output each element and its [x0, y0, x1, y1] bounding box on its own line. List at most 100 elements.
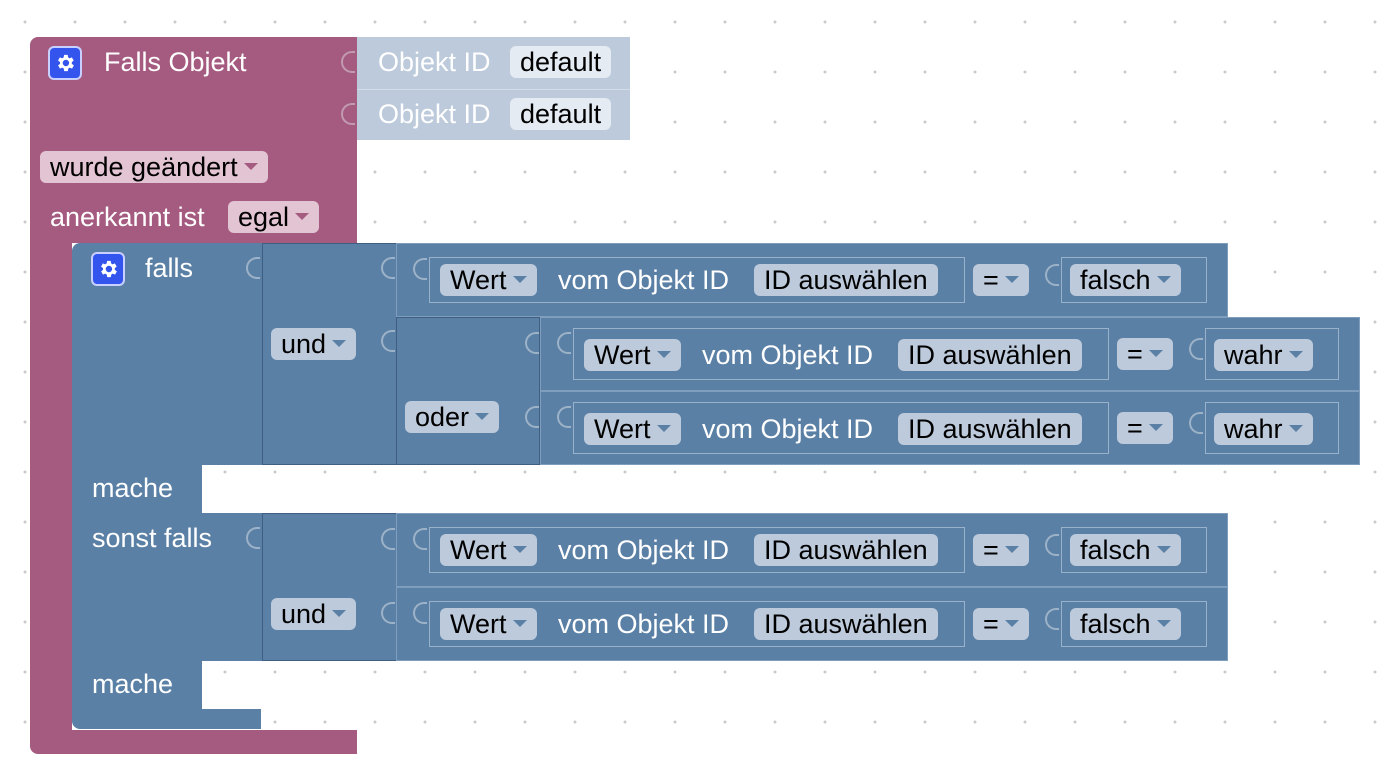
compare-block[interactable]: Wert vom Objekt ID ID auswählen = wahr	[540, 391, 1360, 465]
boolean-dropdown[interactable]: falsch	[1070, 608, 1181, 640]
triangle-down-icon	[512, 620, 527, 628]
boolean-block[interactable]: falsch	[1061, 527, 1207, 573]
dropdown-value: Wert	[594, 414, 651, 444]
input-notch	[246, 257, 260, 279]
compare-block[interactable]: Wert vom Objekt ID ID auswählen = falsch	[396, 587, 1228, 661]
dropdown-value: wahr	[1224, 414, 1283, 444]
mache-label: mache	[92, 473, 174, 503]
input-notch	[246, 527, 260, 549]
input-notch	[341, 51, 355, 73]
input-notch	[413, 602, 427, 624]
logic-or-block[interactable]: oder	[396, 317, 540, 465]
input-notch	[381, 330, 395, 352]
boolean-dropdown[interactable]: falsch	[1070, 534, 1181, 566]
triangle-down-icon	[1288, 351, 1303, 359]
operator-dropdown[interactable]: =	[973, 608, 1029, 640]
falls-label: falls	[145, 253, 194, 283]
id-select-field[interactable]: ID auswählen	[754, 608, 938, 640]
dropdown-value: =	[1127, 339, 1143, 369]
object-value-block[interactable]: Wert vom Objekt ID ID auswählen	[429, 527, 965, 573]
value-dropdown[interactable]: Wert	[440, 534, 537, 566]
triangle-down-icon	[332, 610, 347, 618]
boolean-dropdown[interactable]: falsch	[1070, 264, 1181, 296]
sonst-falls-label: sonst falls	[92, 523, 213, 553]
input-notch	[525, 406, 539, 428]
input-notch	[1045, 608, 1059, 630]
boolean-dropdown[interactable]: wahr	[1214, 413, 1313, 445]
value-dropdown[interactable]: Wert	[440, 264, 537, 296]
vom-objekt-label: vom Objekt ID	[558, 265, 730, 295]
vom-objekt-label: vom Objekt ID	[702, 414, 874, 444]
compare-block[interactable]: Wert vom Objekt ID ID auswählen = falsch	[396, 513, 1228, 587]
input-notch	[413, 528, 427, 550]
dropdown-value: =	[1127, 413, 1143, 443]
dropdown-value: und	[281, 329, 327, 359]
input-notch	[557, 332, 571, 354]
triangle-down-icon	[1156, 546, 1171, 554]
or-dropdown[interactable]: oder	[405, 401, 500, 433]
and-dropdown[interactable]: und	[271, 598, 357, 630]
id-select-field[interactable]: ID auswählen	[898, 413, 1082, 445]
triangle-down-icon	[1156, 620, 1171, 628]
gear-icon[interactable]	[91, 252, 125, 286]
dropdown-value: wurde geändert	[50, 152, 238, 182]
triangle-down-icon	[1004, 620, 1019, 628]
input-notch	[1045, 264, 1059, 286]
triangle-down-icon	[1288, 425, 1303, 433]
boolean-block[interactable]: falsch	[1061, 257, 1207, 303]
value-dropdown[interactable]: Wert	[584, 339, 681, 371]
triangle-down-icon	[512, 546, 527, 554]
dropdown-value: =	[983, 609, 999, 639]
object-id-field[interactable]: default	[510, 46, 612, 78]
operator-dropdown[interactable]: =	[973, 264, 1029, 296]
triangle-down-icon	[1004, 546, 1019, 554]
input-notch	[1189, 412, 1203, 434]
input-notch	[557, 406, 571, 428]
triangle-down-icon	[1004, 276, 1019, 284]
object-value-block[interactable]: Wert vom Objekt ID ID auswählen	[429, 257, 965, 303]
object-value-block[interactable]: Wert vom Objekt ID ID auswählen	[573, 402, 1109, 454]
compare-block[interactable]: Wert vom Objekt ID ID auswählen = wahr	[540, 317, 1360, 391]
triangle-down-icon	[656, 351, 671, 359]
id-select-field[interactable]: ID auswählen	[898, 339, 1082, 371]
boolean-block[interactable]: wahr	[1205, 402, 1339, 454]
id-select-field[interactable]: ID auswählen	[754, 534, 938, 566]
value-dropdown[interactable]: Wert	[440, 608, 537, 640]
compare-block[interactable]: Wert vom Objekt ID ID auswählen = falsch	[396, 243, 1228, 317]
mache-label-2: mache	[92, 669, 174, 699]
ack-dropdown[interactable]: egal	[228, 201, 320, 233]
input-notch	[1045, 534, 1059, 556]
change-dropdown[interactable]: wurde geändert	[40, 151, 268, 183]
input-notch	[341, 103, 355, 125]
id-select-field[interactable]: ID auswählen	[754, 264, 938, 296]
and-dropdown[interactable]: und	[271, 328, 357, 360]
input-notch	[381, 602, 395, 624]
operator-dropdown[interactable]: =	[1117, 338, 1173, 370]
dropdown-value: =	[983, 265, 999, 295]
object-id-field[interactable]: default	[510, 98, 612, 130]
object-id-label: Objekt ID	[378, 47, 491, 77]
boolean-block[interactable]: falsch	[1061, 601, 1207, 647]
dropdown-value: wahr	[1224, 340, 1283, 370]
gear-icon[interactable]	[48, 46, 82, 80]
triangle-down-icon	[512, 276, 527, 284]
object-value-block[interactable]: Wert vom Objekt ID ID auswählen	[573, 328, 1109, 380]
operator-dropdown[interactable]: =	[1117, 412, 1173, 444]
dropdown-value: =	[983, 535, 999, 565]
input-notch	[1189, 338, 1203, 360]
vom-objekt-label: vom Objekt ID	[558, 535, 730, 565]
operator-dropdown[interactable]: =	[973, 534, 1029, 566]
object-id-block[interactable]: Objekt ID default	[357, 89, 630, 140]
value-dropdown[interactable]: Wert	[584, 413, 681, 445]
dropdown-value: falsch	[1080, 265, 1151, 295]
boolean-block[interactable]: wahr	[1205, 328, 1339, 380]
vom-objekt-label: vom Objekt ID	[702, 340, 874, 370]
boolean-dropdown[interactable]: wahr	[1214, 339, 1313, 371]
object-id-block[interactable]: Objekt ID default	[357, 37, 630, 89]
object-value-block[interactable]: Wert vom Objekt ID ID auswählen	[429, 601, 965, 647]
dropdown-value: Wert	[450, 265, 507, 295]
trigger-title: Falls Objekt	[104, 47, 247, 77]
triangle-down-icon	[1148, 350, 1163, 358]
input-notch	[381, 257, 395, 279]
input-notch	[413, 258, 427, 280]
